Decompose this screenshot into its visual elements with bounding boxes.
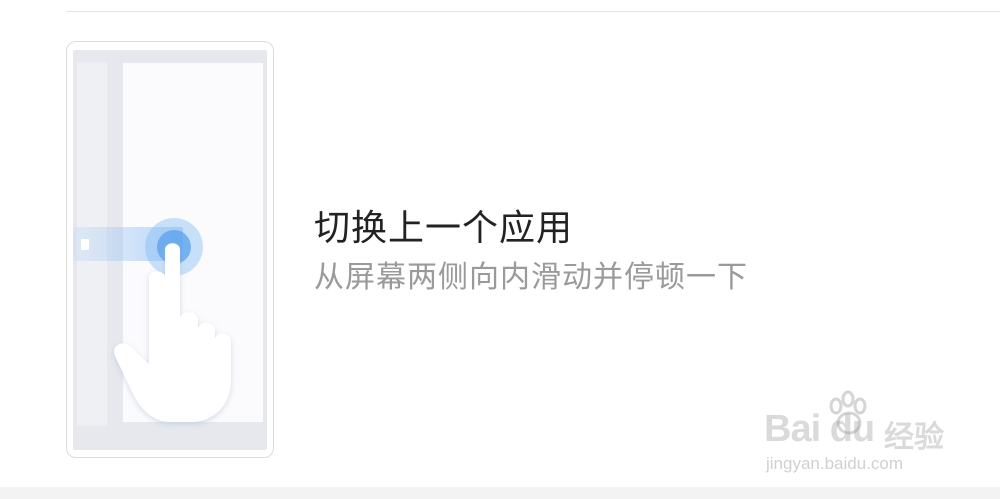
gesture-description: 从屏幕两侧向内滑动并停顿一下	[314, 260, 748, 295]
bottom-divider	[0, 487, 1000, 499]
baidu-jingyan-watermark: Bai du 经验 jingyan.baidu.com	[762, 390, 962, 480]
top-divider	[66, 11, 1000, 12]
phone-screen	[73, 50, 267, 450]
gesture-title: 切换上一个应用	[314, 208, 574, 249]
swipe-gesture-hand-icon	[114, 243, 231, 422]
edge-handle	[81, 239, 89, 250]
watermark-brand-cn: 经验	[884, 420, 944, 455]
baidu-paw-icon	[829, 390, 867, 435]
watermark-brand: Bai du	[764, 408, 875, 450]
watermark-url: jingyan.baidu.com	[766, 454, 904, 473]
phone-illustration	[66, 41, 274, 458]
